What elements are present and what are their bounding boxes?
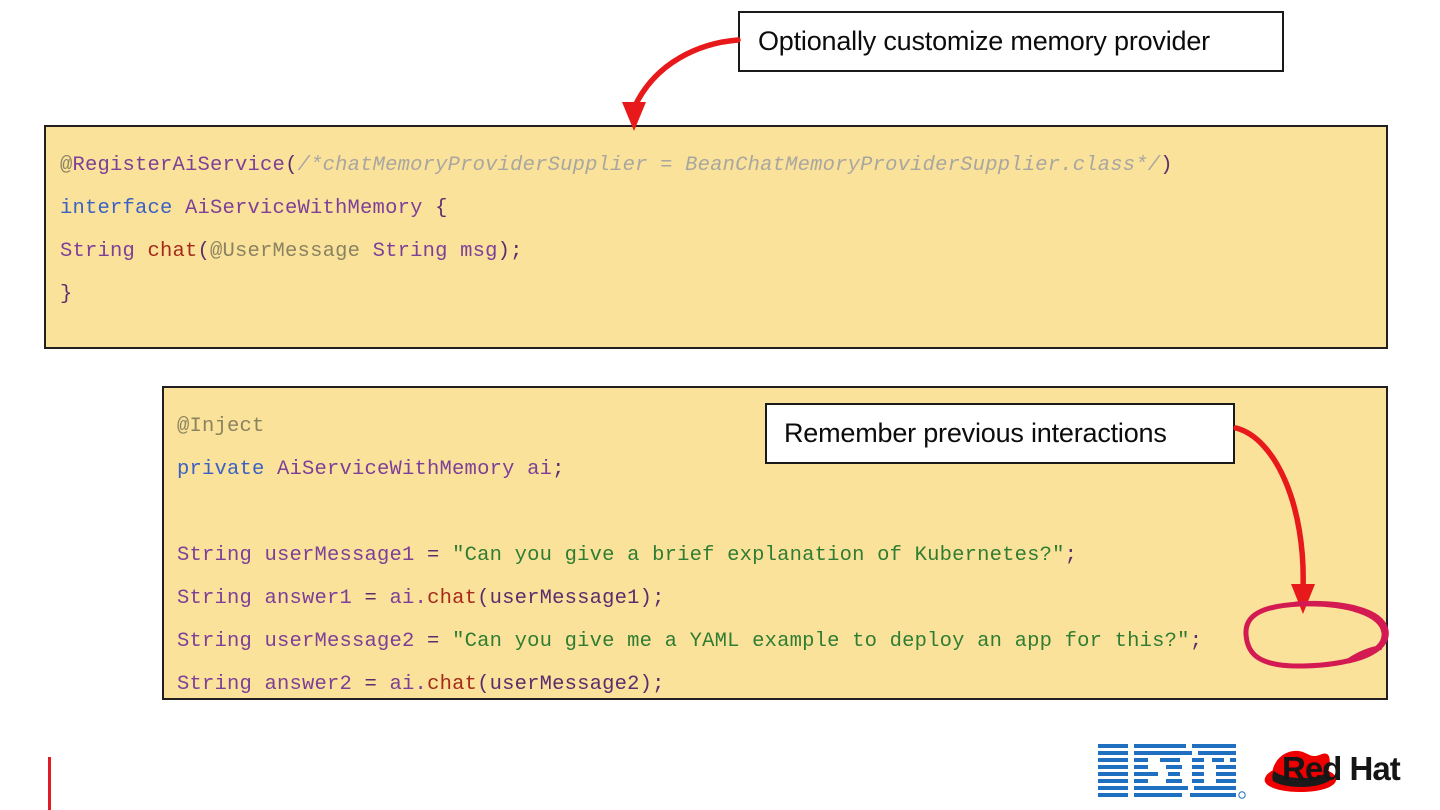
code-token-punct: ( (285, 154, 298, 177)
code-token-type: String msg (360, 240, 498, 263)
code-token-punct: ); (497, 240, 523, 263)
callout-memory-provider-label: Optionally customize memory provider (758, 26, 1210, 56)
code-token-anno: @ (60, 154, 73, 177)
code-token-type: AiServiceWithMemory ai (277, 458, 553, 481)
code-token-op: = (364, 673, 390, 696)
ibm-logo-icon (1098, 744, 1246, 799)
code-token-method: chat (147, 240, 198, 263)
code-token-type: RegisterAiService (72, 154, 286, 177)
red-hat-logo-icon (1264, 750, 1337, 792)
code-token-op: = (427, 630, 453, 653)
callout-optionally-customize-memory-provider: Optionally customize memory provider (738, 11, 1284, 72)
code-line: interface AiServiceWithMemory { (60, 187, 1386, 230)
code-token-punct: { (435, 197, 448, 220)
code-line: private AiServiceWithMemory ai; (177, 448, 1386, 491)
code-line: String answer1 = ai.chat(userMessage1); (177, 577, 1386, 620)
code-token-type: String (60, 240, 148, 263)
code-token-type: String answer1 (177, 587, 365, 610)
callout-remember-previous-interactions: Remember previous interactions (765, 403, 1235, 464)
code-line: String userMessage2 = "Can you give me a… (177, 620, 1386, 663)
code-token-punct: ( (197, 240, 211, 263)
code-token-var: ai. (389, 587, 428, 610)
code-token-type: String answer2 (177, 673, 365, 696)
code-token-var: ai. (389, 673, 428, 696)
code-token-type: String userMessage2 (177, 630, 428, 653)
code-token-comment: /*chatMemoryProviderSupplier = BeanChatM… (297, 154, 1161, 177)
code-line: @Inject (177, 405, 1386, 448)
code-token-punct: ) (1160, 154, 1173, 177)
code-line: String userMessage1 = "Can you give a br… (177, 534, 1386, 577)
code-line: String chat(@UserMessage String msg); (60, 230, 1386, 273)
code-token-type: String userMessage1 (177, 544, 428, 567)
code-token-keyword: interface (60, 197, 186, 220)
code-token-punct: } (60, 283, 73, 306)
arrow-to-code-block-1-icon (622, 37, 741, 131)
code-token-op: = (427, 544, 453, 567)
code-token-type: AiServiceWithMemory (185, 197, 436, 220)
code-token-method: chat (427, 587, 478, 610)
code-token-punct: ; (1064, 544, 1078, 567)
code-token-anno: @UserMessage (210, 240, 361, 263)
code-line: String answer2 = ai.chat(userMessage2); (177, 663, 1386, 706)
code-token-string: "Can you give a brief explanation of Kub… (452, 544, 1065, 567)
code-token-keyword: private (177, 458, 278, 481)
code-token-string: "Can you give me a YAML example to deplo… (452, 630, 1190, 653)
code-line (177, 491, 1386, 534)
code-token-op: = (364, 587, 390, 610)
code-token-anno: @Inject (177, 415, 265, 438)
code-token-punct: (userMessage2); (477, 673, 665, 696)
code-line: } (60, 273, 1386, 316)
code-token-punct: ; (552, 458, 565, 481)
accent-rule (48, 757, 51, 810)
callout-remember-label: Remember previous interactions (784, 418, 1167, 448)
red-hat-wordmark: Red Hat (1282, 750, 1401, 787)
code-token-punct: (userMessage1); (477, 587, 665, 610)
code-token-punct: ; (1189, 630, 1203, 653)
code-block-register-ai-service: @RegisterAiService(/*chatMemoryProviderS… (44, 125, 1388, 349)
code-line: @RegisterAiService(/*chatMemoryProviderS… (60, 144, 1386, 187)
code-token-method: chat (427, 673, 478, 696)
logo-bar (1098, 744, 1337, 799)
